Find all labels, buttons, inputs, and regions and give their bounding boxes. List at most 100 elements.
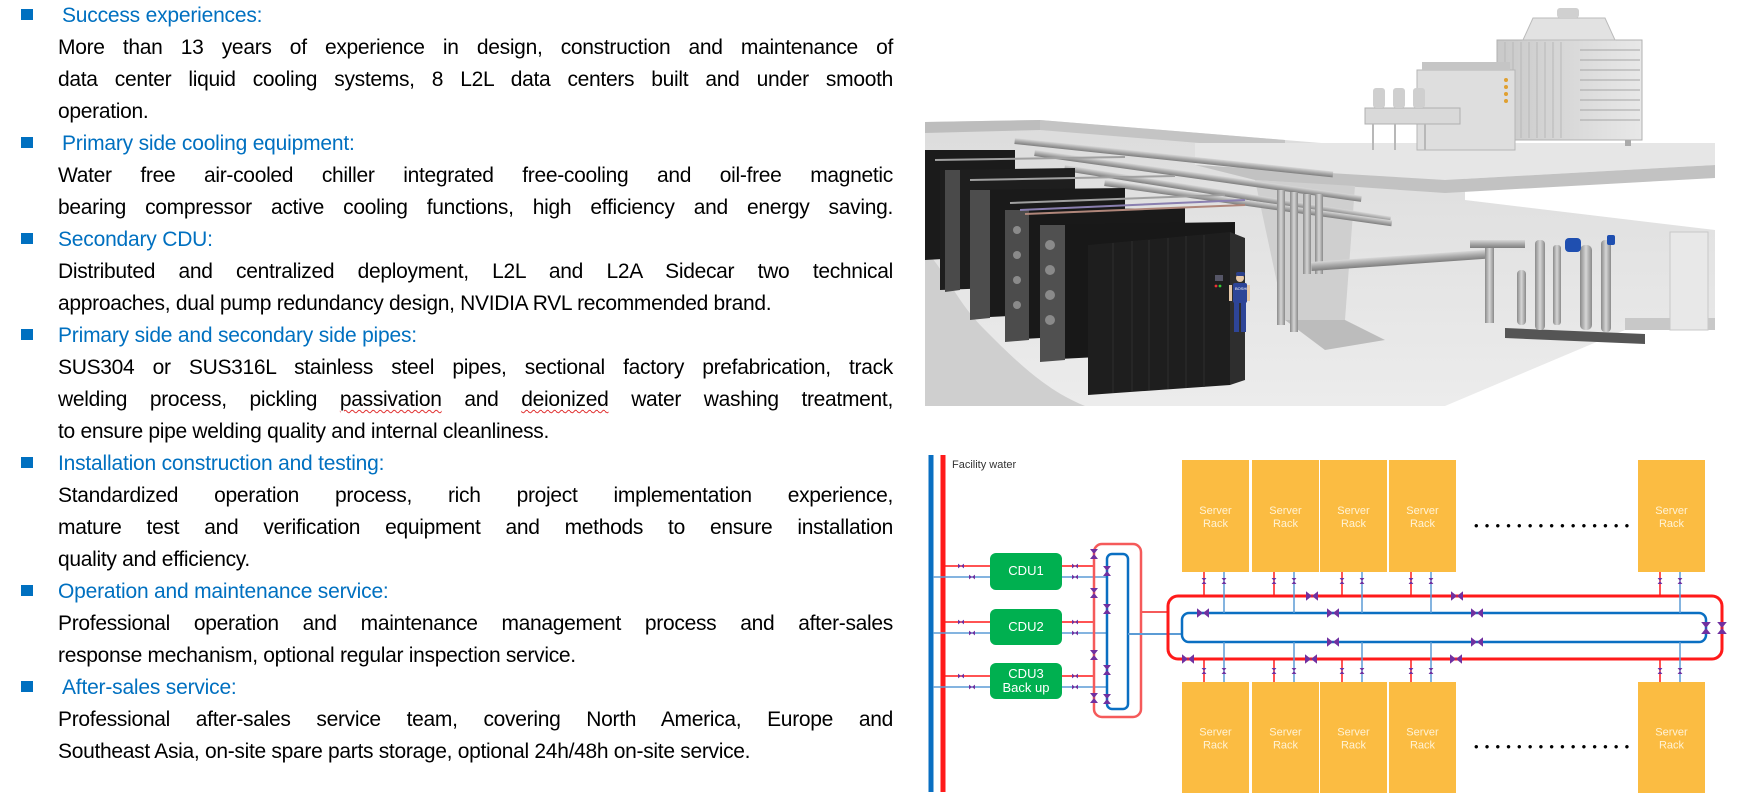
valve-icon bbox=[1311, 654, 1317, 664]
server-rack-label: Server bbox=[1199, 505, 1232, 517]
valve-icon bbox=[1701, 628, 1711, 634]
server-rack-label: Rack bbox=[1203, 518, 1229, 530]
valve-icon bbox=[1408, 671, 1414, 674]
section-body-line: More than 13 years of experience in desi… bbox=[58, 36, 893, 59]
render-air-cooled-chiller bbox=[1364, 62, 1516, 151]
section-body-line: Water free air-cooled chiller integrated… bbox=[58, 164, 893, 187]
section-heading-row: Success experiences: bbox=[0, 0, 905, 32]
section-heading: Operation and maintenance service: bbox=[58, 580, 389, 603]
valve-icon bbox=[1291, 671, 1297, 674]
server-rack-box bbox=[1638, 460, 1705, 572]
valve-icon bbox=[1359, 581, 1365, 584]
valve-icon bbox=[972, 684, 975, 690]
valve-icon bbox=[1103, 571, 1111, 576]
valve-icon bbox=[1408, 668, 1414, 671]
valve-icon bbox=[1103, 670, 1111, 675]
valve-icon bbox=[1090, 650, 1098, 655]
valve-icon bbox=[1221, 668, 1227, 671]
valve-icon bbox=[1075, 684, 1078, 690]
section-heading-row: Primary side and secondary side pipes: bbox=[0, 320, 905, 352]
valve-icon bbox=[1221, 671, 1227, 674]
server-rack-box bbox=[1638, 682, 1705, 793]
valve-icon bbox=[1103, 566, 1111, 571]
section-body-line: welding process, pickling passivation an… bbox=[58, 388, 893, 411]
section-heading-row: Installation construction and testing: bbox=[0, 448, 905, 480]
valve-icon bbox=[958, 563, 961, 569]
section-heading: Success experiences: bbox=[62, 4, 263, 27]
valve-icon bbox=[1457, 591, 1463, 601]
server-rack-label: Server bbox=[1269, 505, 1302, 517]
valve-icon bbox=[969, 684, 972, 690]
section-body-line: operation. bbox=[58, 100, 149, 123]
main-supply-loop bbox=[1166, 594, 1724, 661]
cdu-unit: CDU1 bbox=[990, 553, 1062, 590]
cdu-supply-header-loop bbox=[1092, 542, 1143, 719]
valve-icon bbox=[1327, 637, 1333, 647]
spellcheck-word: passivation bbox=[339, 388, 442, 411]
server-rack-label: Server bbox=[1655, 727, 1688, 739]
rack-ellipsis-top: • • • • • • • • • • • • • • • bbox=[1474, 518, 1631, 533]
cdu-box bbox=[990, 663, 1062, 699]
section: Primary side and secondary side pipes: SU… bbox=[0, 320, 905, 448]
valve-icon bbox=[1677, 671, 1683, 674]
valve-icon bbox=[1333, 608, 1339, 618]
valve-icon bbox=[1075, 673, 1078, 679]
section-heading-row: Primary side cooling equipment: bbox=[0, 128, 905, 160]
square-bullet-icon bbox=[21, 233, 33, 244]
section: Operation and maintenance service:Profes… bbox=[0, 576, 905, 672]
liquid-cooling-datacenter-render: BOSHI bbox=[925, 8, 1715, 406]
section: After-sales service:Professional after-s… bbox=[0, 672, 905, 768]
valve-icon bbox=[1075, 619, 1078, 625]
server-rack-box bbox=[1389, 682, 1456, 793]
valve-icon bbox=[1339, 671, 1345, 674]
valve-icon bbox=[1471, 608, 1477, 618]
valve-icon bbox=[1327, 608, 1333, 618]
valve-icon bbox=[1312, 591, 1318, 601]
valve-icon bbox=[1291, 668, 1297, 671]
valve-icon bbox=[972, 574, 975, 580]
section-heading: Installation construction and testing: bbox=[58, 452, 385, 475]
square-bullet-icon bbox=[21, 137, 33, 148]
server-rack-label: Server bbox=[1337, 727, 1370, 739]
cdu-return-header-loop bbox=[1105, 552, 1130, 711]
valve-icon bbox=[1271, 671, 1277, 674]
valve-icon bbox=[1450, 654, 1456, 664]
valve-icon bbox=[1221, 578, 1227, 581]
valve-icon bbox=[1072, 630, 1075, 636]
server-rack-label: Rack bbox=[1203, 740, 1229, 752]
spellcheck-word: deionized bbox=[521, 388, 609, 411]
render-overhead-pipes bbox=[1014, 138, 1525, 332]
valve-icon bbox=[1090, 554, 1098, 559]
server-rack-box bbox=[1320, 682, 1387, 793]
valve-icon bbox=[1075, 574, 1078, 580]
valve-icon bbox=[1657, 671, 1663, 674]
section-body-line: Southeast Asia, on-site spare parts stor… bbox=[58, 740, 751, 763]
section: Secondary CDU:Distributed and centralize… bbox=[0, 224, 905, 320]
section-heading-row: After-sales service: bbox=[0, 672, 905, 704]
server-rack-label: Server bbox=[1406, 505, 1439, 517]
valve-icon bbox=[1072, 673, 1075, 679]
section-body-line: Standardized operation process, rich pro… bbox=[58, 484, 893, 507]
valve-icon bbox=[1305, 654, 1311, 664]
section-body-line: SUS304 or SUS316L stainless steel pipes,… bbox=[58, 356, 893, 379]
valve-icon bbox=[1075, 563, 1078, 569]
valve-icon bbox=[1677, 668, 1683, 671]
valve-icon bbox=[1477, 637, 1483, 647]
valve-icon bbox=[1103, 665, 1111, 670]
valve-icon bbox=[1090, 593, 1098, 598]
section-body-line: to ensure pipe welding quality and inter… bbox=[58, 420, 550, 443]
valve-icon bbox=[1428, 578, 1434, 581]
server-rack-box bbox=[1252, 682, 1319, 793]
valve-icon bbox=[1221, 581, 1227, 584]
valve-icon bbox=[1339, 581, 1345, 584]
render-badge-text: BOSHI bbox=[1235, 286, 1247, 291]
server-rack-label: Server bbox=[1337, 505, 1370, 517]
valve-icon bbox=[1657, 668, 1663, 671]
valve-icon bbox=[1197, 608, 1203, 618]
valve-icon bbox=[958, 673, 961, 679]
server-rack-label: Rack bbox=[1410, 518, 1436, 530]
valve-icon bbox=[961, 619, 964, 625]
render-pump-skid bbox=[1505, 231, 1709, 344]
